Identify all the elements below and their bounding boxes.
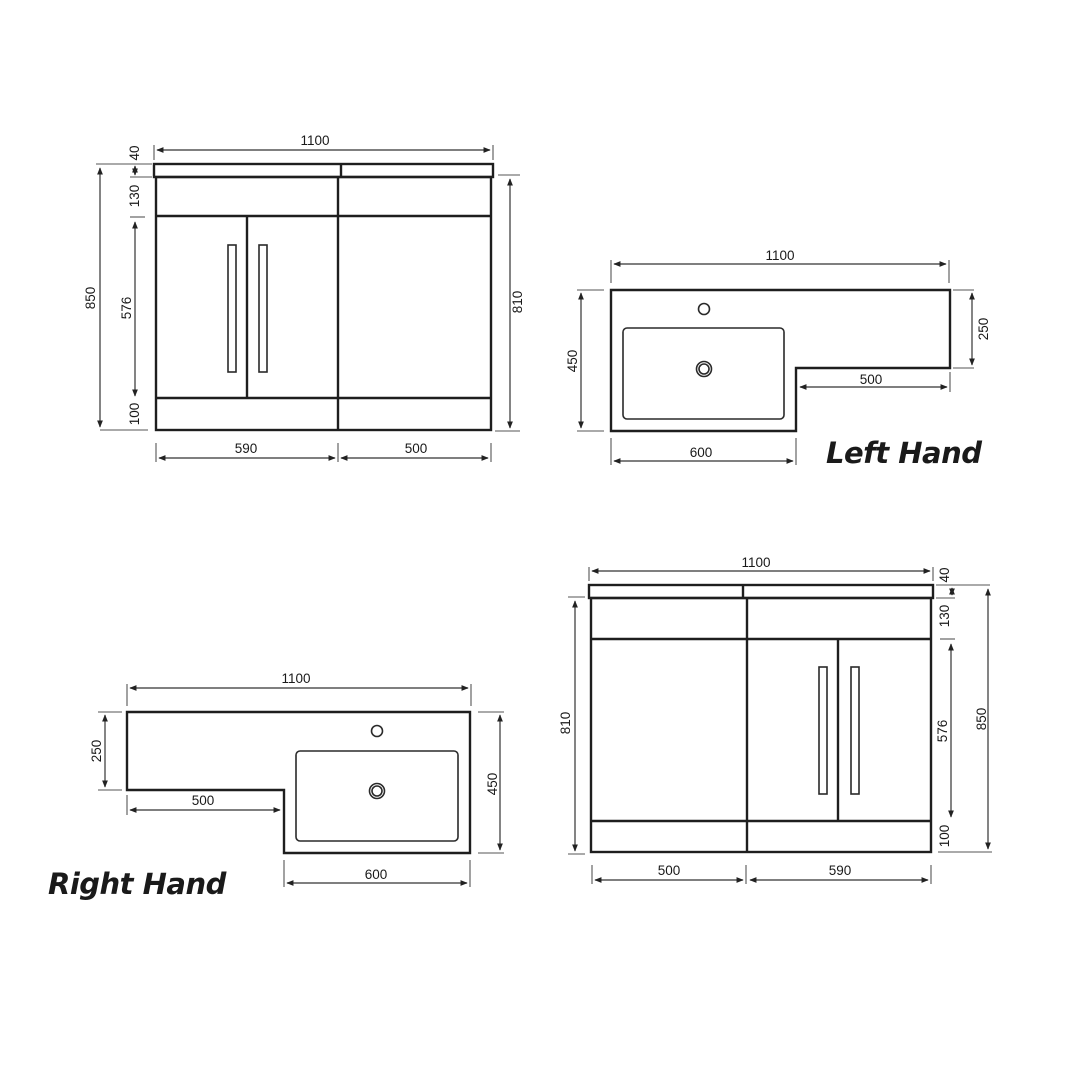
tap-hole bbox=[370, 724, 384, 738]
basin-top-outline bbox=[609, 288, 952, 433]
dim-return-depth: 250 bbox=[976, 318, 991, 341]
dim-depth: 450 bbox=[485, 773, 500, 796]
dim-overall-height: 850 bbox=[83, 287, 98, 310]
right-hand-label: Right Hand bbox=[48, 867, 226, 901]
door-handle bbox=[258, 244, 268, 373]
dim-drawer-height: 130 bbox=[127, 185, 142, 208]
basin-bowl bbox=[622, 327, 785, 420]
dim-plinth-height: 100 bbox=[127, 403, 142, 426]
door-handle bbox=[850, 666, 860, 795]
dim-plinth-height: 100 bbox=[937, 825, 952, 848]
dim-basin-unit-width: 590 bbox=[829, 863, 852, 878]
dim-carcass-height: 810 bbox=[510, 291, 525, 314]
dim-side-unit-width: 500 bbox=[658, 863, 681, 878]
drain bbox=[695, 360, 713, 378]
dim-basin-width: 600 bbox=[365, 867, 388, 882]
dim-door-height: 576 bbox=[119, 297, 134, 320]
tap-hole bbox=[697, 302, 711, 316]
dim-overall-width: 1100 bbox=[765, 248, 794, 263]
dim-overall-height: 850 bbox=[974, 708, 989, 731]
door-handle bbox=[818, 666, 828, 795]
dim-basin-unit-width: 590 bbox=[235, 441, 258, 456]
dim-overall-width: 1100 bbox=[300, 133, 329, 148]
worktop bbox=[587, 583, 935, 600]
cabinet-body bbox=[589, 596, 933, 854]
dim-worktop-height: 40 bbox=[127, 145, 142, 160]
left-hand-label: Left Hand bbox=[826, 436, 982, 470]
right-hand-top-view: 1100 250 500 450 600 bbox=[89, 671, 504, 887]
dim-overall-width: 1100 bbox=[281, 671, 310, 686]
basin-bowl bbox=[295, 750, 459, 842]
left-hand-front-elevation: 1100 40 130 576 100 850 810 590 500 bbox=[83, 133, 525, 462]
basin-top-outline bbox=[125, 710, 472, 855]
dim-return-width: 500 bbox=[192, 793, 215, 808]
cabinet-body bbox=[154, 175, 493, 432]
dim-return-depth: 250 bbox=[89, 740, 104, 763]
dim-drawer-height: 130 bbox=[937, 605, 952, 628]
dim-depth: 450 bbox=[565, 350, 580, 373]
dim-worktop-height: 40 bbox=[937, 567, 952, 582]
dim-basin-width: 600 bbox=[690, 445, 713, 460]
door-handle bbox=[227, 244, 237, 373]
drain bbox=[368, 782, 386, 800]
dim-overall-width: 1100 bbox=[741, 555, 770, 570]
right-hand-front-elevation: 1100 40 130 576 100 850 810 500 590 bbox=[558, 555, 992, 884]
dim-carcass-height: 810 bbox=[558, 712, 573, 735]
left-hand-top-view: 1100 450 250 500 600 bbox=[565, 248, 991, 465]
dim-return-width: 500 bbox=[860, 372, 883, 387]
dim-door-height: 576 bbox=[935, 720, 950, 743]
dim-side-unit-width: 500 bbox=[405, 441, 428, 456]
worktop bbox=[152, 162, 495, 179]
